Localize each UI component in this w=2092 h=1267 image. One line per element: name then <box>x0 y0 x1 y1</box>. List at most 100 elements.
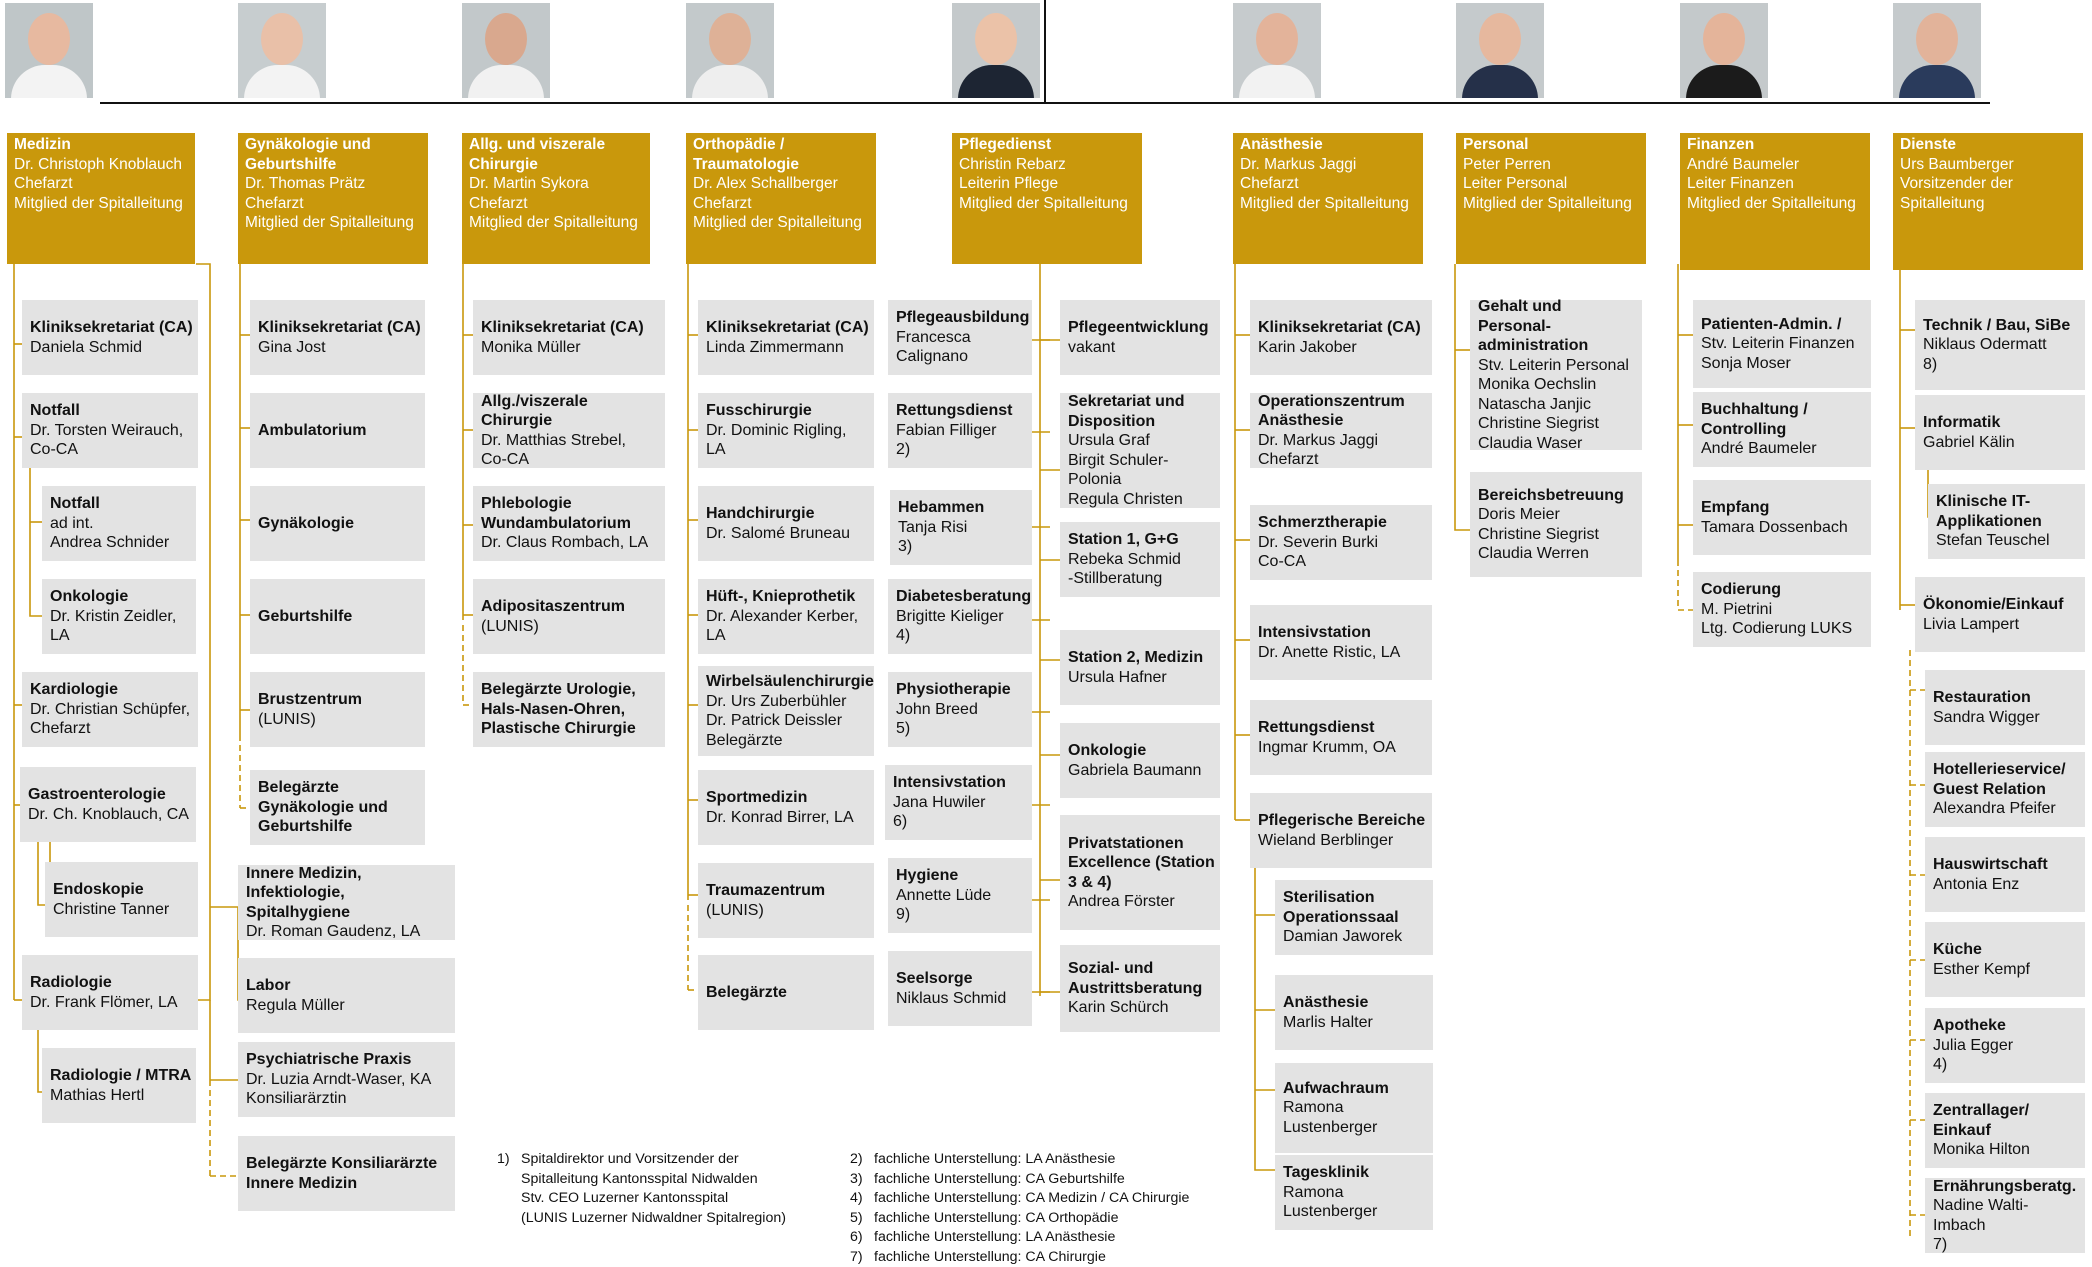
unit-line: Niklaus Odermatt <box>1923 335 2081 355</box>
unit-line: Niklaus Schmid <box>896 989 1028 1009</box>
unit-title: Fusschirurgie <box>706 401 870 421</box>
unit-title: Hauswirtschaft <box>1933 855 2081 875</box>
unit-line: Marlis Halter <box>1283 1013 1429 1033</box>
unit-line: Gina Jost <box>258 338 421 358</box>
unit-title: Kardiologie <box>30 680 194 700</box>
unit-title: Tagesklinik <box>1283 1163 1429 1183</box>
unit-line: Dr. Luzia Arndt-Waser, KA <box>246 1070 451 1090</box>
unit-title: Intensivstation <box>893 773 1028 793</box>
unit-line: Karin Jakober <box>1258 338 1428 358</box>
unit-line: LA <box>706 626 870 646</box>
unit-line: Dr. Kristin Zeidler, <box>50 607 192 627</box>
footnote: 7)fachliche Unterstellung: CA Chirurgie <box>850 1248 1189 1267</box>
unit-title: Codierung <box>1701 580 1867 600</box>
unit-line: 9) <box>896 905 1028 925</box>
unit-title: Pflegeausbildung <box>896 308 1028 328</box>
unit-line: Julia Egger <box>1933 1036 2081 1056</box>
unit-title: Physiotherapie <box>896 680 1028 700</box>
unit-title: Onkologie <box>50 587 192 607</box>
unit-title: Anästhesie <box>1283 993 1429 1013</box>
portrait-photo <box>462 3 550 98</box>
unit-line: 4) <box>896 626 1028 646</box>
unit-line: John Breed <box>896 700 1028 720</box>
unit-title: Ernährungsberatg. <box>1933 1177 2081 1197</box>
unit-line: Christine Tanner <box>53 900 194 920</box>
unit-line: Karin Schürch <box>1068 998 1216 1018</box>
unit-line: Stv. Leiterin Finanzen <box>1701 334 1867 354</box>
unit-title: Gynäkologie <box>258 514 421 534</box>
unit-line: Dr. Alexander Kerber, <box>706 607 870 627</box>
unit-line: Jana Huwiler <box>893 793 1028 813</box>
unit-line: Belegärzte <box>706 731 870 751</box>
unit-line: Dr. Anette Ristic, LA <box>1258 643 1428 663</box>
unit-box: Brustzentrum(LUNIS) <box>250 672 425 747</box>
unit-title: Kliniksekretariat (CA) <box>258 318 421 338</box>
unit-title: Wirbelsäulenchirurgie <box>706 672 870 692</box>
portrait-photo <box>1233 3 1321 98</box>
unit-title: Zentrallager/ Einkauf <box>1933 1101 2081 1140</box>
unit-title: Pflegeentwicklung <box>1068 318 1216 338</box>
unit-line: (LUNIS) <box>481 617 661 637</box>
unit-title: Kliniksekretariat (CA) <box>30 318 194 338</box>
portrait-photo <box>952 3 1040 98</box>
unit-line: Dr. Severin Burki <box>1258 533 1428 553</box>
unit-line: Andrea Schnider <box>50 533 192 553</box>
unit-box: Kliniksekretariat (CA)Monika Müller <box>473 300 665 375</box>
unit-line: Stv. Leiterin Personal <box>1478 356 1638 376</box>
unit-line: -Stillberatung <box>1068 569 1216 589</box>
unit-title: Klinische IT-Applikationen <box>1936 492 2081 531</box>
portrait-photo <box>1893 3 1981 98</box>
unit-line: Ramona <box>1283 1098 1429 1118</box>
unit-title: Belegärzte Konsiliarärzte Innere Medizin <box>246 1154 451 1193</box>
unit-line: Ursula Hafner <box>1068 668 1216 688</box>
unit-line: Wieland Berblinger <box>1258 831 1428 851</box>
unit-line: Tamara Dossenbach <box>1701 518 1867 538</box>
unit-box: Kliniksekretariat (CA)Daniela Schmid <box>22 300 198 375</box>
unit-title: Sportmedizin <box>706 788 870 808</box>
unit-title: Labor <box>246 976 451 996</box>
unit-line: Co-CA <box>1258 552 1428 572</box>
unit-box: Belegärzte Gynäkologie und Geburtshilfe <box>250 770 425 845</box>
unit-line: Brigitte Kieliger <box>896 607 1028 627</box>
unit-line: Monika Oechslin <box>1478 375 1638 395</box>
unit-title: Ambulatorium <box>258 421 421 441</box>
unit-line: 6) <box>893 812 1028 832</box>
unit-title: Sekretariat und Disposition <box>1068 392 1216 431</box>
unit-title: Station 1, G+G <box>1068 530 1216 550</box>
unit-line: Dr. Matthias Strebel, <box>481 431 661 451</box>
unit-line: Ursula Graf <box>1068 431 1216 451</box>
unit-title: Belegärzte Gynäkologie und Geburtshilfe <box>258 778 421 837</box>
unit-title: Brustzentrum <box>258 690 421 710</box>
unit-title: Kliniksekretariat (CA) <box>1258 318 1428 338</box>
unit-title: Buchhaltung / Controlling <box>1701 400 1867 439</box>
unit-line: Birgit Schuler-Polonia <box>1068 451 1216 490</box>
unit-title: Sterilisation Operationssaal <box>1283 888 1429 927</box>
footnote: 3)fachliche Unterstellung: CA Geburtshil… <box>850 1170 1189 1190</box>
unit-line: Christine Siegrist <box>1478 414 1638 434</box>
unit-line: Alexandra Pfeifer <box>1933 799 2081 819</box>
unit-line: (LUNIS) <box>258 710 421 730</box>
unit-line: Calignano <box>896 347 1028 367</box>
unit-title: Innere Medizin, Infektiologie, Spitalhyg… <box>246 864 451 923</box>
